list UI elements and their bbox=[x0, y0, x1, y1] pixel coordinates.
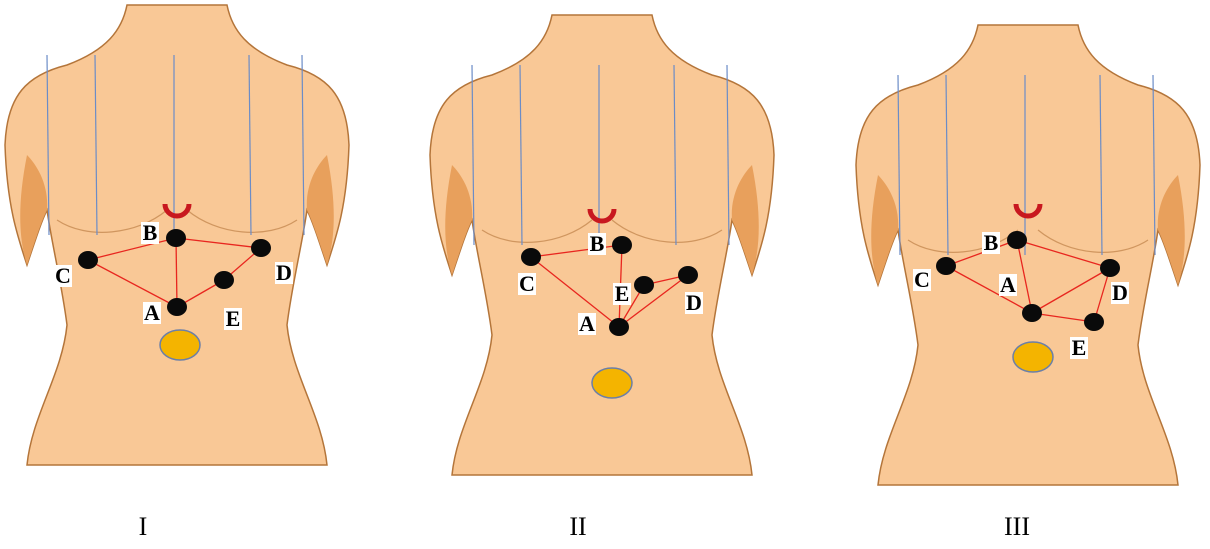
torso-panel-3: AB C D E bbox=[850, 0, 1210, 480]
torso-panel-1: A B C D E bbox=[0, 0, 370, 480]
svg-text:D: D bbox=[1112, 280, 1128, 305]
svg-text:B: B bbox=[143, 220, 158, 245]
navel-marker bbox=[160, 330, 200, 360]
node-label-c: C bbox=[913, 267, 931, 292]
torso-panel-2: A B C D E bbox=[422, 0, 792, 480]
node-label-c: C bbox=[54, 263, 72, 288]
node-d bbox=[251, 239, 271, 257]
node-label-a: A bbox=[578, 311, 596, 336]
navel-marker bbox=[1013, 342, 1053, 372]
svg-text:D: D bbox=[686, 290, 702, 315]
node-label-b: B bbox=[982, 230, 1000, 255]
svg-text:A: A bbox=[1000, 272, 1016, 297]
node-d bbox=[1100, 259, 1120, 277]
node-label-d: D bbox=[275, 260, 293, 285]
svg-text:B: B bbox=[984, 230, 999, 255]
node-b bbox=[612, 236, 632, 254]
node-b bbox=[1007, 231, 1027, 249]
svg-text:C: C bbox=[519, 271, 535, 296]
node-b bbox=[166, 229, 186, 247]
node-e bbox=[1084, 313, 1104, 331]
node-label-a: A bbox=[999, 272, 1017, 297]
node-c bbox=[521, 248, 541, 266]
node-label-e: E bbox=[613, 281, 631, 306]
node-a bbox=[609, 318, 629, 336]
node-e bbox=[634, 276, 654, 294]
panel-caption-2: II bbox=[569, 512, 586, 542]
node-label-d: D bbox=[685, 290, 703, 315]
svg-text:B: B bbox=[590, 231, 605, 256]
node-c bbox=[78, 251, 98, 269]
svg-text:C: C bbox=[55, 263, 71, 288]
node-label-e: E bbox=[224, 306, 242, 331]
node-a bbox=[1022, 304, 1042, 322]
node-label-d: D bbox=[1111, 280, 1129, 305]
node-c bbox=[936, 257, 956, 275]
svg-text:E: E bbox=[1072, 335, 1087, 360]
node-label-c: C bbox=[518, 271, 536, 296]
node-label-e: E bbox=[1070, 335, 1088, 360]
node-label-b: B bbox=[588, 231, 606, 256]
node-e bbox=[214, 271, 234, 289]
svg-text:A: A bbox=[144, 300, 160, 325]
svg-text:E: E bbox=[615, 281, 630, 306]
node-label-b: B bbox=[141, 220, 159, 245]
svg-text:A: A bbox=[579, 311, 595, 336]
node-label-a: A bbox=[143, 300, 161, 325]
node-d bbox=[678, 266, 698, 284]
svg-text:E: E bbox=[226, 306, 241, 331]
svg-text:C: C bbox=[914, 267, 930, 292]
panel-caption-1: I bbox=[139, 512, 148, 542]
navel-marker bbox=[592, 368, 632, 398]
node-a bbox=[167, 298, 187, 316]
torso-silhouette bbox=[856, 25, 1200, 485]
panel-caption-3: III bbox=[1004, 512, 1030, 542]
svg-text:D: D bbox=[276, 260, 292, 285]
